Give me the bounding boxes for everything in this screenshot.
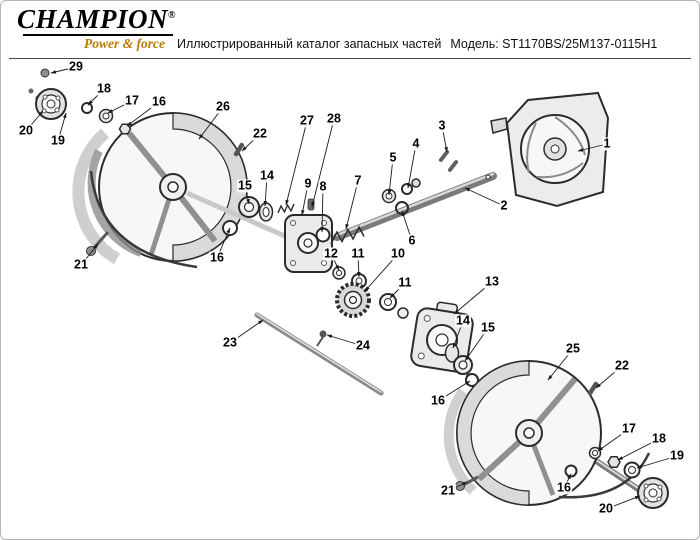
header-divider: [9, 58, 691, 59]
drive-gear-parts-drawing: [332, 266, 409, 319]
callout-leader-line: [595, 365, 623, 389]
model-number: Модель: ST1170BS/25M137-0115H1: [450, 37, 658, 51]
callout-leader-line: [330, 253, 340, 271]
callout-leader-line: [452, 320, 464, 349]
main-shaft-drawing: [330, 150, 497, 245]
callout-leader-line: [80, 243, 99, 266]
brand-name: CHAMPION®: [17, 4, 177, 34]
callout-leader-line: [244, 185, 250, 205]
callout-leader-line: [311, 118, 335, 208]
callout-leader-line: [285, 120, 308, 206]
callout-leader-line: [50, 66, 77, 74]
callout-leader-line: [198, 106, 224, 140]
brand-underline: [23, 34, 173, 36]
callout-leader-line: [401, 210, 413, 242]
callout-leader-line: [387, 157, 394, 196]
callout-leader-line: [126, 101, 160, 127]
callout-leader-line: [453, 281, 493, 315]
callout-leader-line: [241, 133, 261, 152]
callout-leader-line: [345, 180, 359, 230]
callout-leader-line: [636, 455, 678, 469]
callout-leader-line: [57, 112, 67, 142]
callout-leader-line: [356, 253, 361, 278]
brand-tagline: Power & force: [84, 36, 165, 51]
callout-leader-line: [464, 187, 505, 207]
impeller-housing-drawing: [490, 91, 610, 208]
shear-pin-left-drawing: [233, 142, 245, 157]
callout-leader-line: [216, 227, 231, 259]
brand-logo: CHAMPION® Power & force: [17, 4, 177, 51]
callout-leader-line: [389, 282, 406, 299]
catalog-title: Иллюстрированный каталог запасных частей: [177, 37, 442, 51]
callout-leader-line: [407, 143, 417, 189]
callout-leader-line: [577, 143, 608, 152]
callout-leader-line: [263, 175, 268, 207]
callout-leader-line: [320, 186, 324, 233]
callout-leader-line: [563, 473, 572, 489]
registered-mark-icon: ®: [168, 10, 177, 21]
callout-leader-line: [25, 110, 44, 132]
left-gearbox-drawing: [284, 214, 333, 273]
header-text: Иллюстрированный каталог запасных частей…: [177, 37, 689, 51]
callout-leader-line: [229, 319, 264, 344]
callout-leader-line: [301, 183, 309, 216]
rod-drawing: [254, 312, 384, 396]
callout-leader-line: [107, 100, 133, 114]
callout-leader-line: [87, 88, 105, 106]
callout-leader-line: [617, 438, 660, 461]
callout-leader-line: [364, 253, 399, 292]
callout-leader-line: [605, 495, 641, 510]
callout-leader-line: [437, 380, 471, 402]
callout-leader-line: [547, 348, 574, 381]
callout-leader-line: [597, 428, 630, 452]
callout-leader-line: [326, 334, 364, 347]
callout-leader-line: [441, 125, 448, 153]
callout-leader-line: [447, 481, 468, 492]
callout-leader-line: [464, 327, 489, 362]
